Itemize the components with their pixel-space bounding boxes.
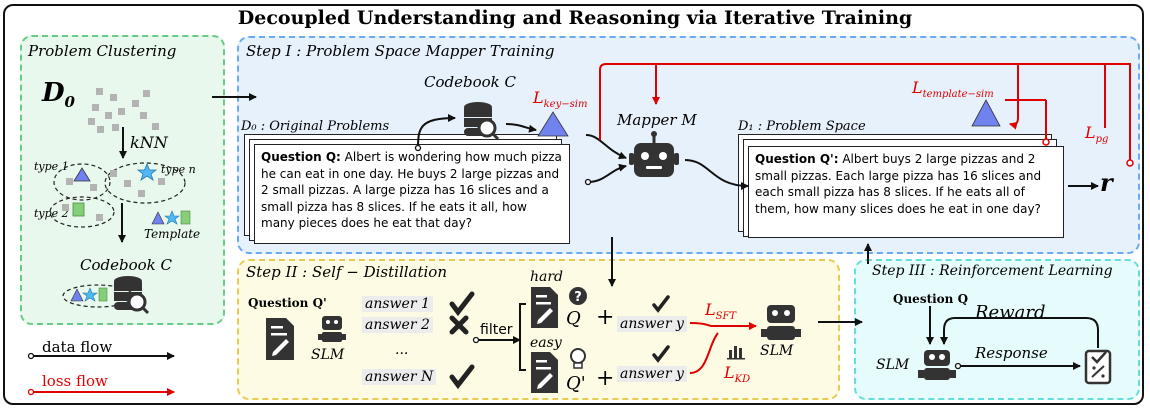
mapper-label: Mapper M [617,111,697,129]
robot-slm-icon-step3 [918,350,956,380]
legend-loss-flow: loss flow [42,372,108,390]
easy-label: easy [530,335,562,351]
step3-slm-label: SLM [876,357,910,373]
problem-space-label: D₁ : Problem Space [738,119,866,134]
triangle-type1-icon [73,167,91,182]
l-pg-label: Lpg [1085,123,1109,146]
step2-slm2-label: SLM [760,343,794,359]
check-icon-1 [449,291,475,317]
check-icon-n [449,364,475,390]
answer-ellipsis: ... [395,342,409,358]
hard-label: hard [530,269,564,285]
clustering-title: Problem Clustering [28,42,177,60]
robot-slm-icon-step2 [761,305,801,340]
svg-text:?: ? [574,290,582,305]
answer-n: answer N [362,369,437,385]
hard-document-icon [531,287,558,328]
star-typen-icon [136,162,158,181]
type1-label: type 1 [34,160,69,173]
step3-question-label: Question Q [893,292,969,306]
bar-chart-kd-icon [727,346,745,360]
outer-frame [3,4,1144,405]
check-icon-hard [652,295,670,313]
original-problems-label: D₀ : Original Problems [241,119,390,134]
response-label: Response [975,344,1048,362]
step2-question-label: Question Q' [248,296,327,310]
plus-hard: + [596,305,615,330]
answer-y-hard: answer y [617,316,687,332]
step2-title: Step II : Self − Distillation [246,263,447,281]
document-icon-step2 [266,318,294,360]
answer-y-easy: answer y [617,366,687,382]
question-mark-icon: ? [569,287,587,305]
figure-title: Decoupled Understanding and Reasoning vi… [237,7,913,29]
database-search-icon-left [114,276,150,315]
key-triangle-icon [537,111,569,137]
x-icon-2 [449,315,469,335]
question-q-card: Question Q: Albert is wondering how much… [254,144,570,244]
typen-label: type n [161,163,196,176]
robot-mapper-icon [629,131,679,177]
template-label: Template [144,227,201,241]
easy-document-icon [531,352,558,393]
l-kd-label: LKD [724,363,751,386]
knn-label: kNN [130,133,168,152]
l-template-sim-label: Ltemplate−sim [912,78,994,101]
plus-easy: + [596,366,615,391]
lightbulb-icon [570,348,586,369]
d0-label: D0 [42,78,75,112]
dataset-points [88,88,159,133]
answer-1: answer 1 [362,296,433,312]
step1-title: Step I : Problem Space Mapper Training [246,42,555,60]
template-triangle-icon [971,99,1001,127]
reward-calculator-icon [1084,349,1112,385]
l-sft-label: LSFT [705,300,737,323]
database-search-icon-step1 [464,102,500,141]
filter-label: filter [480,322,513,338]
step3-title: Step III : Reinforcement Learning [872,263,1113,279]
template-icons [151,210,191,225]
question-q-prime-card: Question Q': Albert buys 2 large pizzas … [748,146,1064,238]
check-icon-easy [652,345,670,363]
reward-r-label: r [1100,168,1113,197]
small-robot-icon-step2 [318,316,346,342]
step2-slm-label: SLM [311,347,345,363]
easy-q-prime-label: Q' [566,373,586,394]
cluster-ellipses [49,162,186,228]
answer-2: answer 2 [362,317,433,333]
legend-data-flow: data flow [42,338,113,356]
type2-label: type 2 [34,207,69,220]
rect-type2-icon [72,202,85,217]
hard-q-label: Q [566,308,581,329]
l-key-sim-label: Lkey−sim [533,88,588,111]
codebook-label-left: Codebook C [80,256,172,274]
codebook-label-step1: Codebook C [424,73,516,91]
